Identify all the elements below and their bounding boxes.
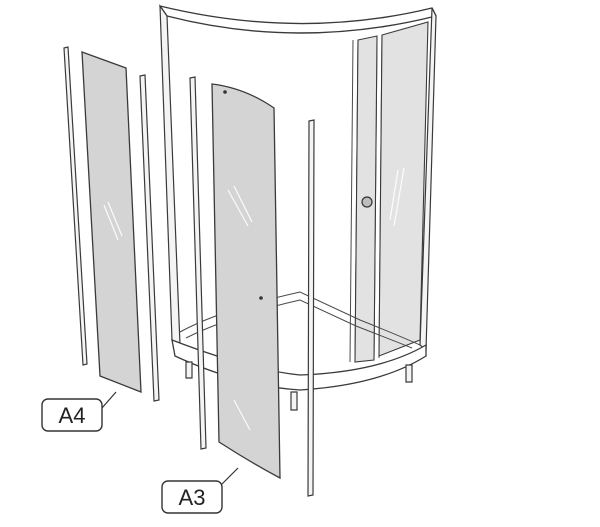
profile-rod-2 [139,74,160,402]
door-handle-icon [361,196,373,208]
profile-rod-3 [189,76,207,450]
left-post [159,3,181,347]
tray-foot-front [290,391,298,411]
callout-a4-label: A4 [59,403,86,428]
glass-panel-a4 [81,51,142,393]
assembled-enclosure [159,3,437,411]
profile-rod-1 [63,46,88,366]
tray-foot-right [405,364,413,383]
tray-top-edge [179,291,421,346]
profile-rod-4 [307,119,315,497]
callout-a4: A4 [41,391,117,432]
tray-foot-left [185,361,193,379]
top-frame [159,5,437,34]
right-fixed-glass [378,21,429,357]
glass-panel-a3 [211,83,281,480]
door-edge-left [349,39,354,363]
callout-a3-label: A3 [179,485,206,510]
callout-a3: A3 [161,467,239,514]
